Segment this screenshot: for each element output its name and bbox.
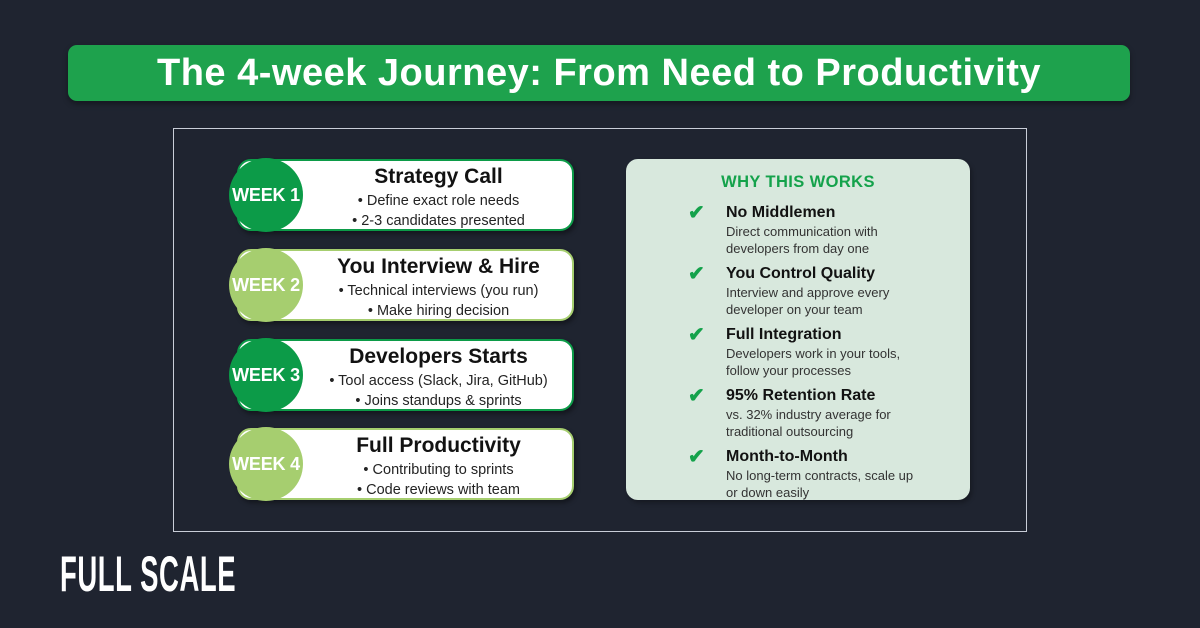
content-frame (173, 128, 1027, 532)
checkmark-icon: ✔ (688, 324, 705, 346)
why-item-desc: vs. 32% industry average for traditional… (726, 407, 891, 439)
why-item-desc: No long-term contracts, scale up or down… (726, 468, 914, 500)
checkmark-icon: ✔ (688, 385, 705, 407)
week-2-bullet: Technical interviews (you run) (339, 281, 538, 301)
week-4-bullet: Code reviews with team (357, 480, 520, 500)
week-2-label: WEEK 2 (232, 274, 300, 295)
week-3-bullet: Joins standups & sprints (355, 391, 521, 411)
why-item-month-to-month: ✔ Month-to-Month No long-term contracts,… (626, 447, 970, 501)
week-2-bullet: Make hiring decision (368, 301, 509, 321)
why-item-full-integration: ✔ Full Integration Developers work in yo… (626, 325, 970, 379)
week-3-bullet: Tool access (Slack, Jira, GitHub) (329, 371, 548, 391)
week-1-bullet: 2-3 candidates presented (352, 211, 525, 231)
week-2-title: You Interview & Hire (337, 255, 540, 278)
checkmark-icon: ✔ (688, 263, 705, 285)
week-1-label: WEEK 1 (232, 184, 300, 205)
week-4-label: WEEK 4 (232, 453, 300, 474)
page-title: The 4-week Journey: From Need to Product… (156, 51, 1041, 94)
week-4-badge: WEEK 4 (229, 427, 303, 501)
why-panel-items: ✔ No Middlemen Direct communication with… (626, 203, 970, 501)
week-1-badge: WEEK 1 (229, 158, 303, 232)
week-3-label: WEEK 3 (232, 364, 300, 385)
why-item-no-middlemen: ✔ No Middlemen Direct communication with… (626, 203, 970, 257)
why-item-retention-rate: ✔ 95% Retention Rate vs. 32% industry av… (626, 386, 970, 440)
why-item-title: Month-to-Month (726, 448, 848, 465)
checkmark-icon: ✔ (688, 202, 705, 224)
why-item-title: No Middlemen (726, 204, 836, 221)
why-panel-header: WHY THIS WORKS (721, 173, 875, 191)
why-item-control-quality: ✔ You Control Quality Interview and appr… (626, 264, 970, 318)
why-item-desc: Direct communication with developers fro… (726, 224, 878, 256)
why-item-desc: Developers work in your tools, follow yo… (726, 346, 901, 378)
week-3-badge: WEEK 3 (229, 338, 303, 412)
week-2-badge: WEEK 2 (229, 248, 303, 322)
week-1-bullet: Define exact role needs (358, 191, 519, 211)
why-item-title: Full Integration (726, 326, 842, 343)
fullscale-logo: FULL SCALE (60, 546, 237, 602)
week-1-title: Strategy Call (374, 165, 503, 188)
title-banner: The 4-week Journey: From Need to Product… (68, 45, 1130, 101)
week-3-title: Developers Starts (349, 345, 528, 368)
why-this-works-panel: WHY THIS WORKS ✔ No Middlemen Direct com… (626, 159, 970, 500)
why-item-title: You Control Quality (726, 265, 876, 282)
checkmark-icon: ✔ (688, 446, 705, 468)
why-item-desc: Interview and approve every developer on… (726, 285, 890, 317)
why-item-title: 95% Retention Rate (726, 387, 876, 404)
week-4-title: Full Productivity (356, 434, 521, 457)
week-4-bullet: Contributing to sprints (363, 460, 514, 480)
